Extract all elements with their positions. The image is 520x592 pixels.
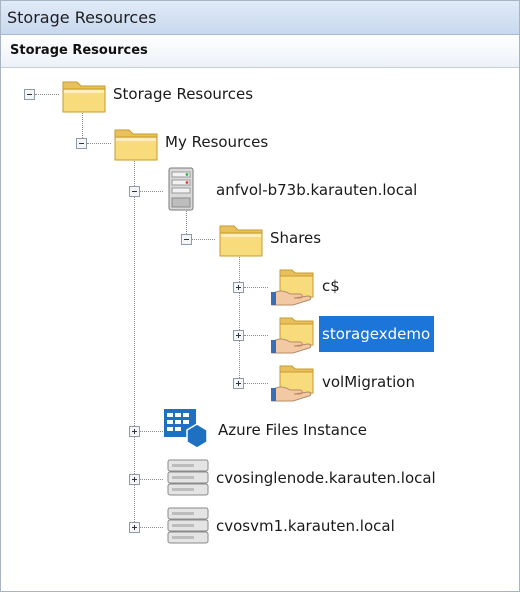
expand-toggle-cvosvm1[interactable]	[129, 522, 140, 533]
folder-icon	[114, 129, 158, 161]
tree-item-shares[interactable]: Shares	[270, 229, 322, 247]
shared-folder-icon	[271, 317, 314, 354]
collapse-toggle-shares[interactable]	[181, 234, 192, 245]
tree-item-storagexdemo[interactable]: storagexdemo	[319, 316, 435, 352]
tree-item-my-resources[interactable]: My Resources	[165, 133, 269, 151]
tree-item-anfvol-server[interactable]: anfvol-b73b.karauten.local	[216, 181, 418, 199]
tree-item-c-share[interactable]: c$	[322, 277, 340, 295]
shared-folder-icon	[271, 269, 314, 306]
window-title: Storage Resources	[7, 8, 157, 27]
folder-icon	[219, 225, 263, 257]
collapse-toggle-anfvol-server[interactable]	[129, 186, 140, 197]
tree-item-cvosinglenode[interactable]: cvosinglenode.karauten.local	[216, 469, 436, 487]
panel-header-label: Storage Resources	[10, 43, 148, 58]
server-icon	[168, 167, 194, 211]
server-icon	[167, 507, 209, 544]
tree-item-azure-files[interactable]: Azure Files Instance	[218, 421, 367, 439]
azure-files-icon	[164, 409, 208, 449]
collapse-toggle-storage-resources[interactable]	[24, 89, 35, 100]
expand-toggle-storagexdemo[interactable]	[233, 330, 244, 341]
tree-item-cvosvm1[interactable]: cvosvm1.karauten.local	[216, 517, 395, 535]
collapse-toggle-my-resources[interactable]	[76, 138, 87, 149]
window-title-bar: Storage Resources	[1, 1, 519, 35]
tree-item-storage-resources[interactable]: Storage Resources	[113, 85, 254, 103]
shared-folder-icon	[271, 365, 314, 402]
expand-toggle-volmigration[interactable]	[233, 378, 244, 389]
expand-toggle-azure-files[interactable]	[129, 426, 140, 437]
expand-toggle-c-share[interactable]	[233, 282, 244, 293]
expand-toggle-cvosinglenode[interactable]	[129, 474, 140, 485]
server-icon	[167, 459, 209, 496]
panel-header: Storage Resources	[1, 35, 519, 68]
tree-item-volmigration[interactable]: volMigration	[322, 373, 415, 391]
folder-icon	[62, 81, 106, 113]
